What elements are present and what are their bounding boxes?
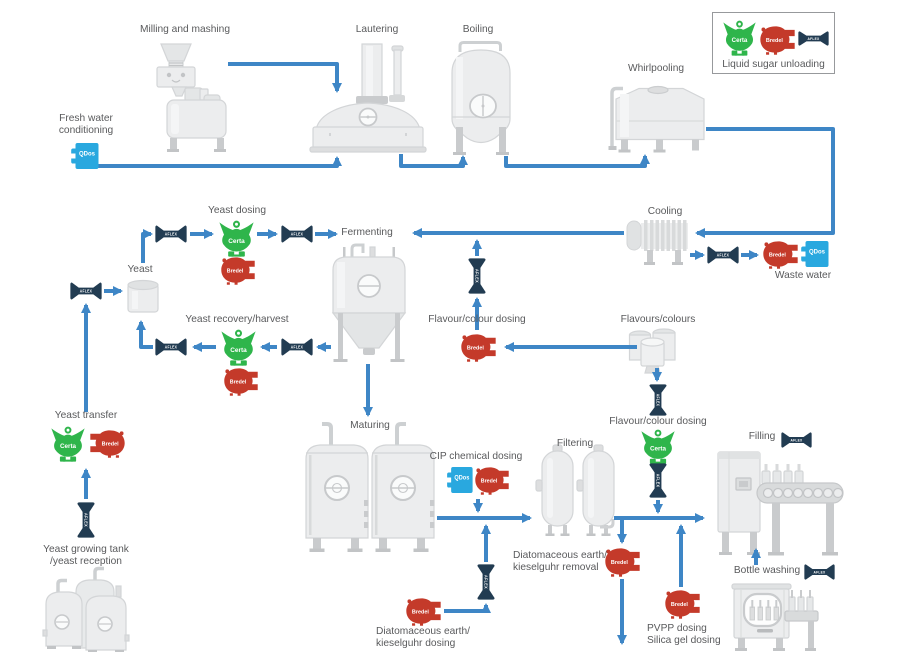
- yeast-vessel: [127, 279, 159, 313]
- cooling-heat-exchanger: [626, 220, 688, 265]
- legend-label: Liquid sugar unloading: [722, 59, 825, 70]
- flow-line: [228, 62, 342, 93]
- flow-line: [136, 320, 153, 349]
- lauter-tun: [309, 43, 427, 153]
- boiling-kettle: [451, 41, 511, 155]
- flow-line: [444, 603, 491, 613]
- flow-line: [141, 229, 153, 263]
- yeast-growing-tanks: [42, 566, 130, 652]
- milling-machine: [156, 43, 227, 152]
- maturing-tanks: [305, 422, 435, 552]
- flow-line: [504, 154, 650, 168]
- legend-box: Liquid sugar unloading: [712, 12, 835, 74]
- bottle-washing-machine: [731, 583, 819, 651]
- filling-machine: [717, 451, 844, 556]
- flow-line: [95, 156, 342, 168]
- filter-columns: [535, 444, 615, 536]
- flavour-colour-containers: [628, 328, 676, 374]
- fermenter: [331, 243, 407, 362]
- flow-line: [695, 127, 835, 238]
- flow-line: [399, 154, 468, 168]
- flow-lines: [81, 62, 835, 645]
- whirlpool-tank: [608, 85, 705, 153]
